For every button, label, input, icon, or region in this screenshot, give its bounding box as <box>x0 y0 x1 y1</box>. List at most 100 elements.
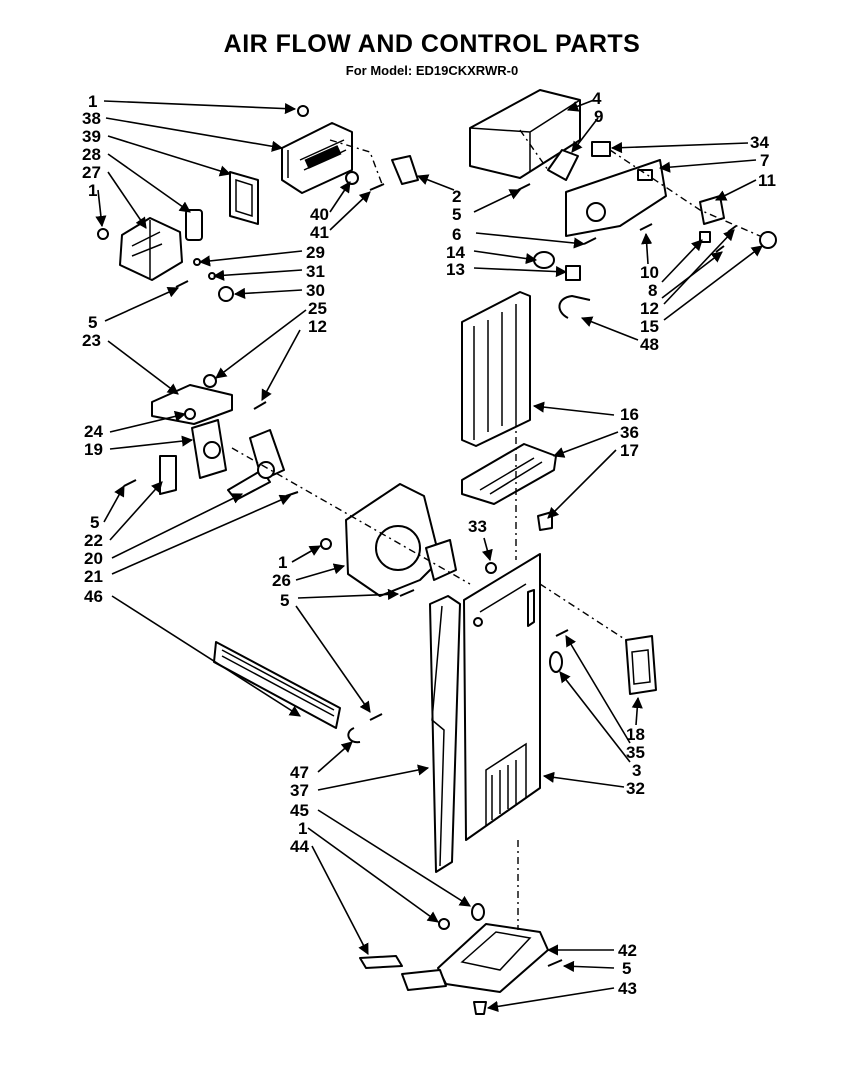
screw-5-c <box>517 183 531 191</box>
callout-26: 26 <box>272 571 291 590</box>
callout-16: 16 <box>620 405 639 424</box>
callout-5-b: 5 <box>90 513 99 532</box>
switch-34 <box>591 141 611 157</box>
callout-14: 14 <box>446 243 465 262</box>
page-title: AIR FLOW AND CONTROL PARTS <box>223 30 641 58</box>
callout-22: 22 <box>84 531 103 550</box>
callout-29: 29 <box>306 243 325 262</box>
channel-37 <box>429 595 461 873</box>
knob-28 <box>185 209 203 241</box>
louver-36 <box>461 443 557 505</box>
screw-35 <box>555 629 569 637</box>
callout-33: 33 <box>468 517 487 536</box>
callout-3: 3 <box>632 761 641 780</box>
callout-12-b: 12 <box>640 299 659 318</box>
part-17 <box>537 511 553 531</box>
callout-21: 21 <box>84 567 103 586</box>
screw-12-a <box>253 401 267 410</box>
callout-38: 38 <box>82 109 101 128</box>
callout-28: 28 <box>82 145 101 164</box>
callout-1-b: 1 <box>88 181 97 200</box>
part-3 <box>549 651 563 673</box>
callout-31: 31 <box>306 262 325 281</box>
callout-37: 37 <box>290 781 309 800</box>
part-40 <box>345 171 359 185</box>
panel-39 <box>229 171 259 225</box>
bracket-18 <box>625 635 657 695</box>
callout-35: 35 <box>626 743 645 762</box>
callout-1-d: 1 <box>298 819 307 838</box>
callout-30: 30 <box>306 281 325 300</box>
screw-5-f <box>547 959 563 967</box>
liner-16 <box>461 291 531 447</box>
callout-46: 46 <box>84 587 103 606</box>
callout-42: 42 <box>618 941 637 960</box>
callout-13: 13 <box>446 260 465 279</box>
screw-5-e <box>369 713 383 721</box>
callout-19: 19 <box>84 440 103 459</box>
pad-44-b <box>401 969 447 991</box>
model-subtitle: For Model: ED19CKXRWR-0 <box>345 63 519 78</box>
callout-27: 27 <box>82 163 101 182</box>
callout-47: 47 <box>290 763 309 782</box>
part-30 <box>218 286 234 302</box>
callout-2: 2 <box>452 187 461 206</box>
callout-8: 8 <box>648 281 657 300</box>
part-33 <box>485 562 497 574</box>
screw-6 <box>583 237 597 245</box>
callout-24: 24 <box>84 422 103 441</box>
callout-39: 39 <box>82 127 101 146</box>
part-8 <box>699 231 711 243</box>
callout-1-c: 1 <box>278 553 287 572</box>
callout-5-a: 5 <box>88 313 97 332</box>
part-45 <box>471 903 485 921</box>
screw-1-top <box>297 105 309 117</box>
clip-47 <box>347 727 361 744</box>
screw-5-a <box>175 280 189 288</box>
assembly-lines <box>231 129 761 930</box>
pad-44-a <box>359 955 403 969</box>
screw-5-b <box>123 479 137 487</box>
wire-clip-48 <box>558 295 591 319</box>
leader-lines <box>95 99 763 1012</box>
part-43 <box>473 1001 487 1015</box>
callout-18: 18 <box>626 725 645 744</box>
clip-22 <box>159 455 177 495</box>
screw-10 <box>639 223 653 231</box>
socket-13 <box>565 265 581 281</box>
callout-15: 15 <box>640 317 659 336</box>
callout-6: 6 <box>452 225 461 244</box>
clip-2 <box>391 155 419 185</box>
callout-48: 48 <box>640 335 659 354</box>
callout-7: 7 <box>760 151 769 170</box>
knob-15 <box>759 231 777 249</box>
callout-9: 9 <box>594 107 603 126</box>
part-25 <box>203 374 217 388</box>
cover-4 <box>469 89 581 179</box>
screw-1-b <box>97 228 109 240</box>
callout-5-e: 5 <box>622 959 631 978</box>
part-21 <box>285 491 299 497</box>
callout-43: 43 <box>618 979 637 998</box>
callout-5-d: 5 <box>280 591 289 610</box>
callout-4: 4 <box>592 89 602 108</box>
callout-25: 25 <box>308 299 327 318</box>
rear-panel-32 <box>463 553 541 841</box>
part-9 <box>547 149 579 181</box>
callout-5-c: 5 <box>452 205 461 224</box>
screw-41 <box>369 183 385 191</box>
part-29 <box>193 258 201 266</box>
callout-11: 11 <box>758 171 776 190</box>
screw-1-d <box>438 918 450 930</box>
callout-1-top: 1 <box>88 92 97 111</box>
callout-12-a: 12 <box>308 317 327 336</box>
callout-45: 45 <box>290 801 309 820</box>
callout-10: 10 <box>640 263 659 282</box>
callout-44: 44 <box>290 837 309 856</box>
callout-17: 17 <box>620 441 639 460</box>
callout-40: 40 <box>310 205 329 224</box>
callout-labels: 1 38 39 28 27 1 5 23 24 19 5 22 20 21 46… <box>82 89 776 998</box>
callout-20: 20 <box>84 549 103 568</box>
bracket-23 <box>151 384 233 425</box>
